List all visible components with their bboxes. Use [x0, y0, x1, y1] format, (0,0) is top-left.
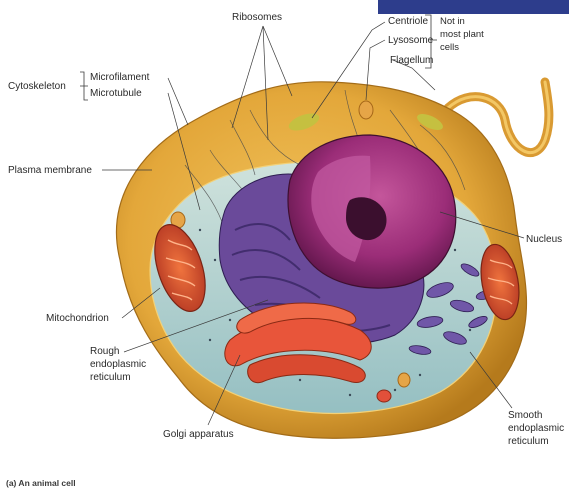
- nucleus-shape: [288, 135, 456, 288]
- label-cytoskeleton: Cytoskeleton: [8, 81, 66, 92]
- label-microtubule: Microtubule: [90, 88, 142, 99]
- label-nucleus: Nucleus: [526, 234, 562, 245]
- label-centriole: Centriole: [388, 16, 428, 27]
- label-smooth-er-1: Smooth: [508, 410, 542, 421]
- label-plasma-membrane: Plasma membrane: [8, 165, 92, 176]
- label-ribosomes: Ribosomes: [232, 12, 282, 23]
- figure-caption: (a) An animal cell: [6, 478, 76, 488]
- label-microfilament: Microfilament: [90, 72, 150, 83]
- label-mitochondrion: Mitochondrion: [46, 313, 109, 324]
- cytoskeleton-bracket: [80, 72, 88, 100]
- corner-band: [378, 0, 569, 14]
- label-smooth-er-3: reticulum: [508, 436, 549, 447]
- label-smooth-er-2: endoplasmic: [508, 423, 564, 434]
- label-rough-er-2: endoplasmic: [90, 359, 146, 370]
- label-golgi: Golgi apparatus: [163, 429, 234, 440]
- label-rough-er-3: reticulum: [90, 372, 131, 383]
- label-lysosome: Lysosome: [388, 35, 434, 46]
- label-flagellum: Flagellum: [390, 55, 433, 66]
- label-not-in-plant-2: most plant: [440, 29, 484, 40]
- lysosome-shape: [359, 101, 373, 119]
- label-not-in-plant-3: cells: [440, 42, 459, 53]
- label-not-in-plant-1: Not in: [440, 16, 465, 27]
- label-rough-er-1: Rough: [90, 346, 119, 357]
